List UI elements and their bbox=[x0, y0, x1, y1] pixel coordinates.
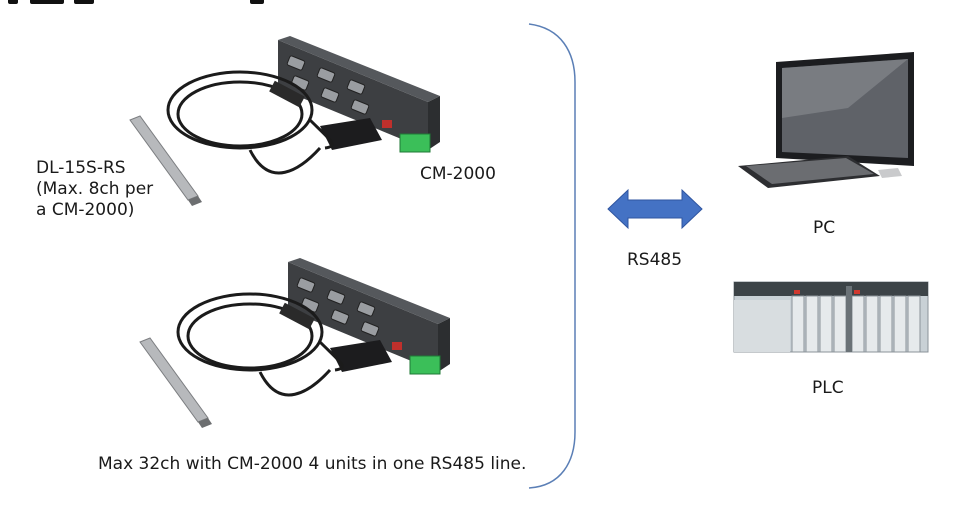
cm2000-device-image bbox=[278, 36, 440, 153]
sensor-label: DL-15S-RS (Max. 8ch per a CM-2000) bbox=[36, 158, 153, 221]
sensor-label-line3: a CM-2000) bbox=[36, 200, 135, 220]
sensor-cable bbox=[166, 70, 334, 175]
dl15s-sensor-image bbox=[139, 302, 315, 428]
cm2000-device-image bbox=[288, 258, 450, 375]
clipped-title bbox=[0, 0, 300, 6]
cm2000-assembly-bottom bbox=[139, 258, 450, 428]
rs485-label: RS485 bbox=[627, 250, 683, 270]
plc-label: PLC bbox=[812, 378, 844, 398]
cm2000-label: CM-2000 bbox=[420, 164, 496, 184]
cm2000-assembly-top bbox=[129, 36, 440, 206]
dl15s-sensor-image bbox=[129, 80, 305, 206]
footer-note: Max 32ch with CM-2000 4 units in one RS4… bbox=[98, 454, 527, 474]
pc-image bbox=[738, 52, 914, 188]
bidirectional-arrow-icon bbox=[607, 188, 703, 230]
plc-image bbox=[733, 281, 929, 353]
group-bracket bbox=[528, 23, 576, 489]
sensor-label-line2: (Max. 8ch per bbox=[36, 179, 154, 199]
sensor-cable bbox=[176, 292, 344, 397]
sensor-label-line1: DL-15S-RS bbox=[36, 158, 126, 178]
pc-label: PC bbox=[813, 218, 836, 238]
